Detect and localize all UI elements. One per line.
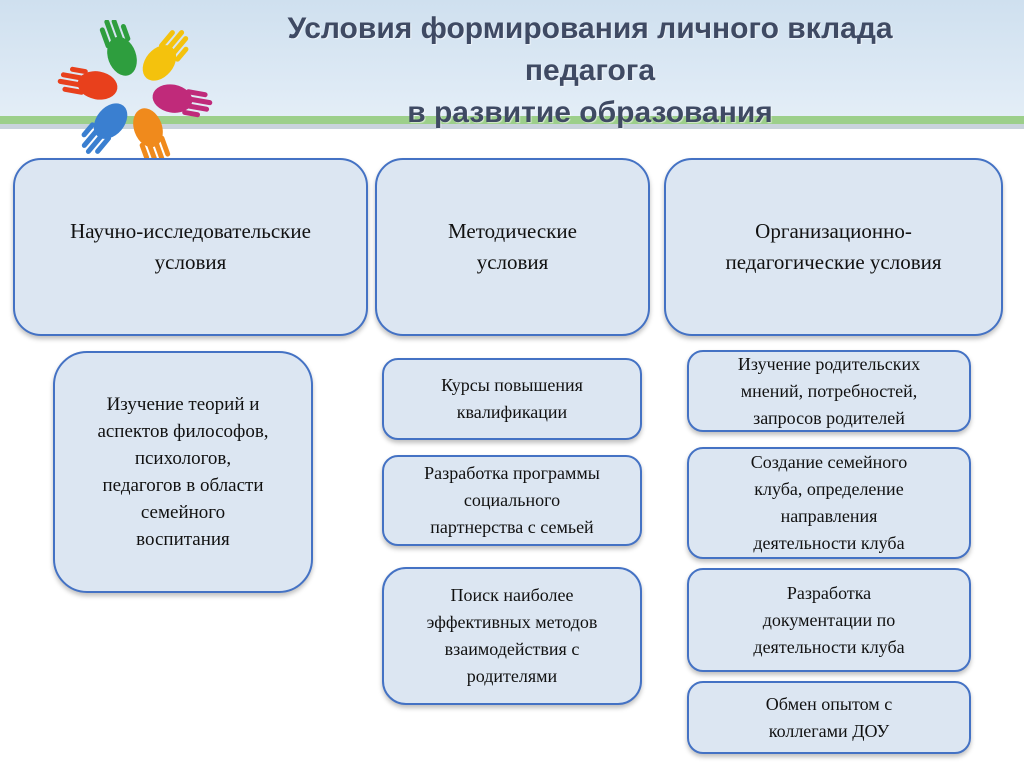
item-club-documentation: Разработка документации по деятельности … xyxy=(687,568,971,672)
title-line-1: Условия формирования личного вклада xyxy=(287,12,893,45)
title-line-3: в развитие образования xyxy=(407,96,773,129)
colorful-hands-logo-icon xyxy=(57,20,213,160)
item-qualification-courses: Курсы повышения квалификации xyxy=(382,358,642,440)
header-research-conditions: Научно-исследовательские условия xyxy=(13,158,368,336)
hand-blue-icon xyxy=(81,103,128,154)
item-partnership-program: Разработка программы социального партнер… xyxy=(382,455,642,546)
hand-pink-icon xyxy=(152,84,213,118)
hand-orange-icon xyxy=(133,108,171,160)
title-line-2: педагога xyxy=(524,54,656,87)
page-title: Условия формирования личного вклада педа… xyxy=(210,8,970,134)
item-experience-exchange: Обмен опытом с коллегами ДОУ xyxy=(687,681,971,754)
header-organizational-conditions: Организационно- педагогические условия xyxy=(664,158,1003,336)
item-family-club: Создание семейного клуба, определение на… xyxy=(687,447,971,559)
item-parent-opinions: Изучение родительских мнений, потребност… xyxy=(687,350,971,432)
item-effective-methods: Поиск наиболее эффективных методов взаим… xyxy=(382,567,642,705)
hand-red-icon xyxy=(57,66,118,100)
header-divider-gray xyxy=(0,124,1024,129)
header-methodical-conditions: Методические условия xyxy=(375,158,650,336)
hand-green-icon xyxy=(99,20,137,76)
header-divider-green xyxy=(0,116,1024,124)
item-study-theories: Изучение теорий и аспектов философов, пс… xyxy=(53,351,313,593)
hand-yellow-icon xyxy=(142,30,189,81)
